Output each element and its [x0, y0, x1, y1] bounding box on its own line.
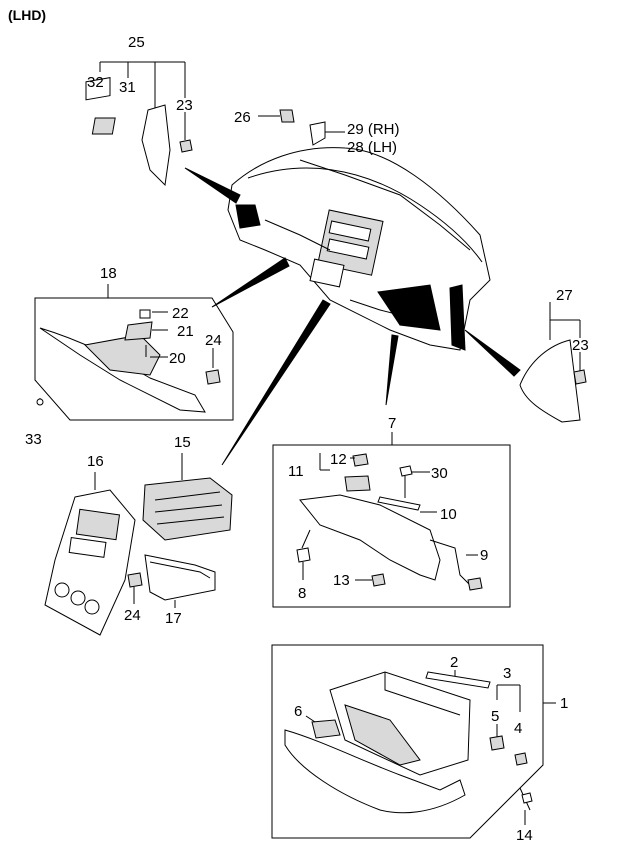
callout-14: 14: [516, 827, 533, 844]
callout-15: 15: [174, 434, 191, 451]
leader-wedge-d: [385, 334, 399, 406]
leader-wedge-e: [464, 329, 521, 377]
callout-28: 28 (LH): [347, 139, 397, 156]
callout-24a: 24: [205, 332, 222, 349]
callout-21: 21: [177, 323, 194, 340]
group-25: [85, 61, 193, 187]
callout-5: 5: [491, 708, 499, 725]
callout-13: 13: [333, 572, 350, 589]
callout-20: 20: [169, 350, 186, 367]
callout-7: 7: [388, 415, 396, 432]
callout-23b: 23: [572, 337, 589, 354]
callout-27: 27: [556, 287, 573, 304]
callout-9: 9: [480, 547, 488, 564]
leader-wedge-c: [221, 299, 331, 466]
leader-wedge-b: [211, 257, 290, 308]
callout-31: 31: [119, 79, 136, 96]
group-18: [34, 284, 234, 421]
callout-22: 22: [172, 305, 189, 322]
callout-23a: 23: [176, 97, 193, 114]
callout-10: 10: [440, 506, 457, 523]
callout-11: 11: [288, 463, 304, 480]
callout-3: 3: [503, 665, 511, 682]
callout-1: 1: [560, 695, 568, 712]
group-15: [142, 453, 233, 541]
callout-4: 4: [514, 720, 522, 737]
group-17: [144, 554, 216, 608]
callout-32: 32: [87, 74, 104, 91]
callout-29: 29 (RH): [347, 121, 400, 138]
callout-17: 17: [165, 610, 182, 627]
callout-25: 25: [128, 34, 145, 51]
callout-26: 26: [234, 109, 251, 126]
callout-2: 2: [450, 654, 458, 671]
callout-16: 16: [87, 453, 104, 470]
callout-30: 30: [431, 465, 448, 482]
group-7: [272, 432, 511, 608]
callout-18: 18: [100, 265, 117, 282]
callout-8: 8: [298, 585, 306, 602]
callout-33: 33: [25, 431, 42, 448]
variant-label: (LHD): [8, 7, 46, 23]
bracket-26-28-29: [258, 109, 345, 146]
group-27: [519, 302, 587, 423]
callout-24b: 24: [124, 607, 141, 624]
callout-12: 12: [330, 451, 347, 468]
group-1: [271, 644, 556, 839]
leader-wedge-a: [184, 167, 241, 204]
callout-6: 6: [294, 703, 302, 720]
group-16: [44, 472, 143, 636]
dashboard-assembly: [227, 147, 491, 351]
